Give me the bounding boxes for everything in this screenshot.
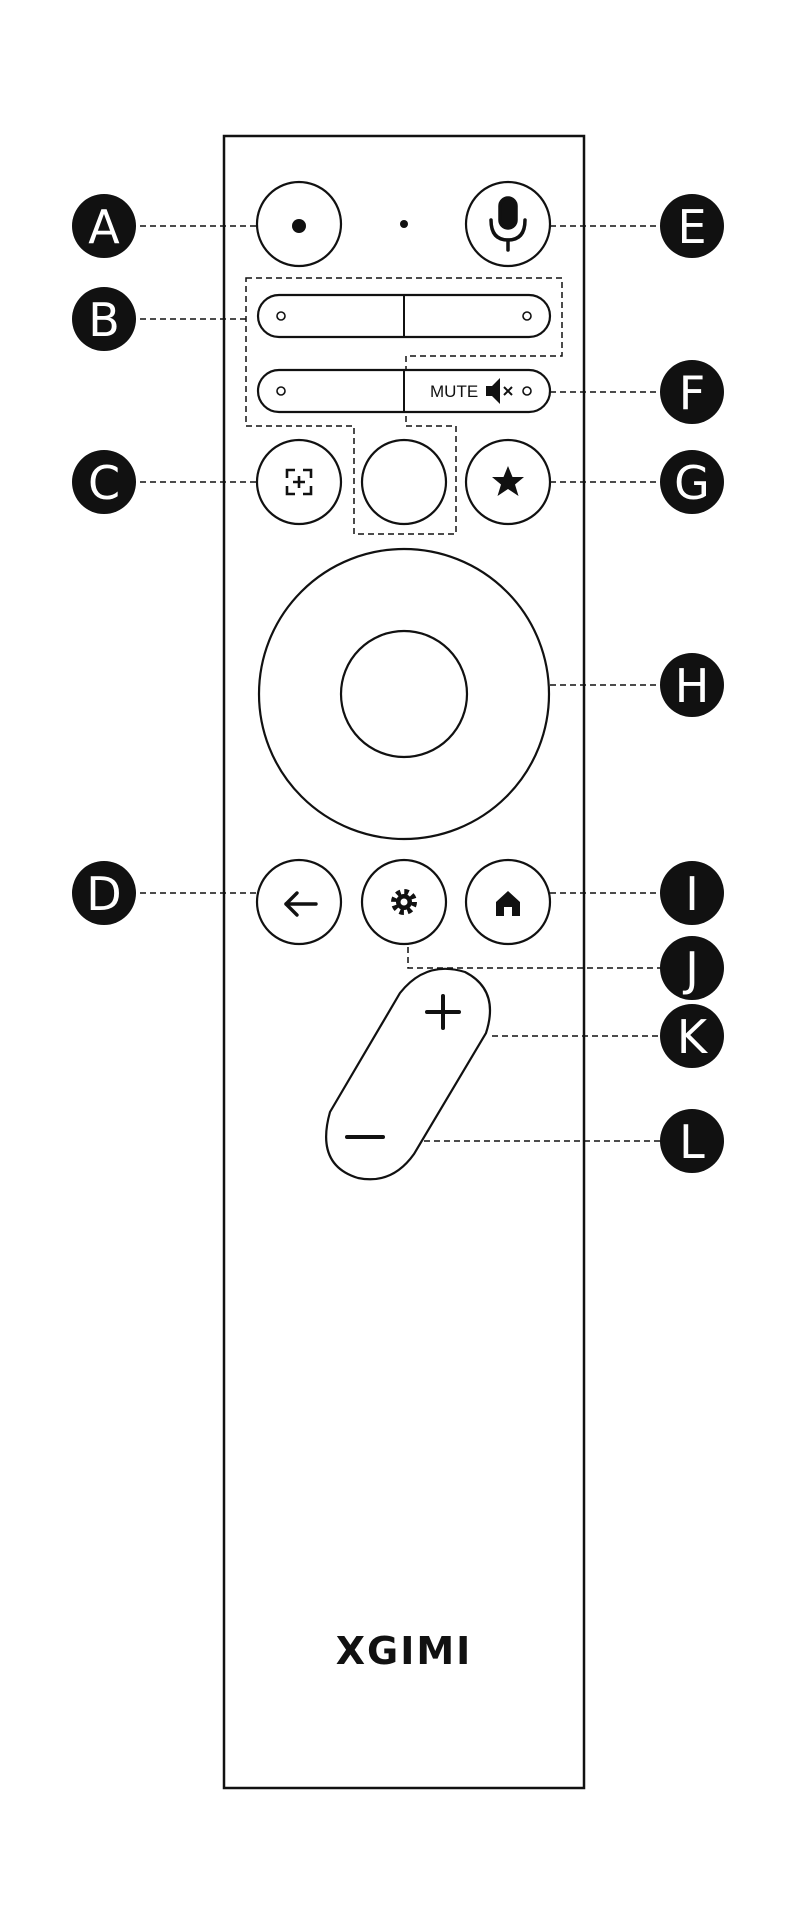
callout-i: I: [660, 861, 724, 925]
favorite-button[interactable]: [464, 438, 552, 526]
svg-text:A: A: [88, 200, 120, 254]
house-icon: [496, 891, 520, 916]
gear-icon: [391, 889, 417, 915]
callout-b: B: [72, 287, 136, 351]
callout-k: K: [660, 1004, 724, 1068]
microphone-icon: [489, 196, 527, 252]
svg-text:E: E: [677, 200, 706, 254]
shortcut-buttons: [256, 293, 552, 414]
svg-text:H: H: [675, 659, 710, 713]
power-button[interactable]: [255, 180, 343, 268]
svg-text:D: D: [86, 867, 121, 921]
indicator-light: [400, 220, 408, 228]
callout-f: F: [660, 360, 724, 424]
callout-j: J: [660, 936, 724, 1000]
svg-text:K: K: [677, 1010, 709, 1064]
star-icon: [492, 466, 524, 496]
callout-c: C: [72, 450, 136, 514]
volume-up[interactable]: [425, 994, 461, 1030]
dot-icon: [292, 219, 306, 233]
shortcut-button-bottom[interactable]: [256, 368, 552, 414]
svg-text:J: J: [682, 942, 699, 996]
home-button[interactable]: [464, 858, 552, 946]
mute-button[interactable]: MUTE: [430, 378, 532, 404]
plus-icon: [425, 994, 461, 1030]
leader-lines: [130, 225, 666, 1142]
voice-button[interactable]: [464, 180, 552, 268]
ok-button[interactable]: [339, 629, 469, 759]
callout-d: D: [72, 861, 136, 925]
brand-logo: XGIMI: [336, 1629, 473, 1673]
back-button[interactable]: [255, 858, 343, 946]
svg-text:G: G: [674, 456, 710, 510]
callout-g: G: [660, 450, 724, 514]
callout-e: E: [660, 194, 724, 258]
navigation-ring[interactable]: [257, 547, 551, 841]
svg-text:C: C: [88, 456, 120, 510]
svg-text:I: I: [685, 867, 699, 921]
callout-l: L: [660, 1109, 724, 1173]
volume-rocker: [325, 967, 491, 1181]
callout-h: H: [660, 653, 724, 717]
mute-label: MUTE: [430, 382, 478, 401]
speaker-muted-icon: [486, 378, 513, 404]
shortcut-round-button[interactable]: [360, 438, 448, 526]
callout-a: A: [72, 194, 136, 258]
screen-adjust-button[interactable]: [255, 438, 343, 526]
svg-text:B: B: [88, 293, 120, 347]
svg-text:L: L: [679, 1115, 705, 1169]
svg-text:F: F: [679, 366, 705, 420]
shortcut-button-top[interactable]: [256, 293, 552, 339]
focus-plus-icon: [285, 468, 313, 496]
callout-labels: A B C D E F G H I J K L: [72, 194, 724, 1173]
settings-button[interactable]: [360, 858, 448, 946]
arrow-left-icon: [284, 891, 318, 917]
